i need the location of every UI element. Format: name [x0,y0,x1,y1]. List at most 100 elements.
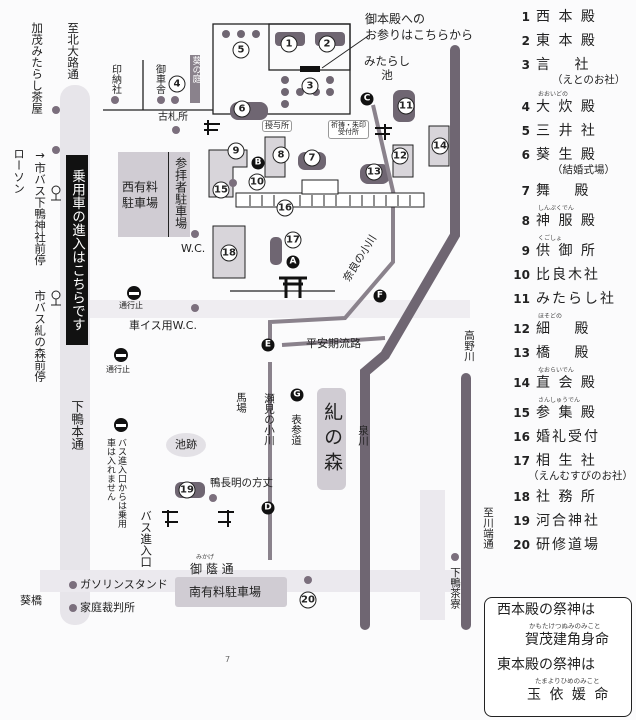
legend-item: みたらし社 [536,291,616,307]
legend-item: 舞 殿 [536,183,591,199]
marker-9[interactable]: 9 [227,142,245,160]
legend-number: 15 [513,406,530,420]
legend-ruby: しんぷくでん [538,205,574,212]
kitou-label: 祈祷・朱印 受付所 [328,120,369,139]
legend-number: 19 [513,514,530,528]
marker-5[interactable]: 5 [232,41,250,59]
torii-small-icons [162,120,392,527]
marker-15[interactable]: 15 [212,181,230,199]
legend-number: 17 [513,454,530,468]
marker-12[interactable]: 12 [391,147,409,165]
east-deity-heading: 東本殿の祭神は [497,657,595,673]
legend-item: 河合神社 [536,513,600,529]
point-g[interactable]: G [290,388,304,402]
legend-item: 橋 殿 [536,345,591,361]
point-e[interactable]: E [261,338,275,352]
legend-number: 18 [513,490,530,504]
marker-6[interactable]: 6 [233,100,251,118]
bus-note-label: バス進入口からは乗用車は入れません [105,438,126,528]
river-main [360,45,460,630]
west-parking-lot [118,152,168,237]
honden-pointer [321,35,369,69]
aoi-garden-label: 葵の庭 [190,56,201,83]
bldg-17 [270,237,282,265]
legend-item: 細 殿 [536,321,591,337]
point-d[interactable]: D [261,501,275,515]
legend-ruby: おおいどの [538,91,569,98]
honden-note: 御本殿への お参りはこちらから [365,12,474,42]
legend-number: 9 [521,244,530,258]
aoi-bridge-label: 葵橋 [20,594,42,607]
legend-number: 8 [521,214,530,228]
wc-label: W.C. [181,242,206,255]
legend-number: 10 [513,268,530,282]
point-a[interactable]: A [286,255,300,269]
omotesando-label: 表参道 [290,414,303,446]
legend-item: 直 会 殿 [536,375,597,391]
torii-icon [279,276,307,298]
marker-19[interactable]: 19 [178,481,196,499]
marker-10[interactable]: 10 [248,173,266,191]
stream-nara [268,205,395,345]
legend-number: 13 [513,346,530,360]
sha-dots-5 [222,30,260,38]
izumi-river-label: 泉川 [357,425,370,446]
legend-item: 東 本 殿 [536,33,597,49]
tadasu-forest-label: 糺の森 [320,402,343,477]
marker-2[interactable]: 2 [318,35,336,53]
marker-11[interactable]: 11 [397,97,415,115]
visitor-parking-lot [169,152,190,237]
point-c[interactable]: C [360,92,374,106]
mikage-street-label: 御 蔭 通 [190,562,234,576]
honden-gate [300,66,320,72]
marker-4[interactable]: 4 [168,75,186,93]
romon-gate [301,179,339,195]
mitarashi-path [371,104,397,201]
legend-number: 3 [521,58,530,72]
marker-7[interactable]: 7 [303,149,321,167]
shimogamo-saryo-label: 下鴨茶寮 [449,567,462,609]
legend-number: 14 [513,376,530,390]
legend-number: 2 [521,34,530,48]
no-entry-label: 通行止 [119,301,143,310]
heian-stream-label: 平安期流路 [306,337,361,350]
marker-17[interactable]: 17 [284,231,302,249]
legend-item: 大 炊 殿 [536,99,597,115]
south-parking-lot [175,577,287,607]
juyosho-label: 授与所 [262,120,292,133]
marker-18[interactable]: 18 [220,244,238,262]
pond-ruins [166,433,206,457]
point-b[interactable]: B [251,156,265,170]
bus-stop-forest-label: 市バス糺の森前停 [33,290,48,382]
deity-info-box: 西本殿の祭神は かもたけつぬみのみこと 賀茂建角身命 東本殿の祭神は たまよりひ… [484,597,632,717]
legend-item: 言 社 [536,57,591,73]
east-deity-name: 玉 依 媛 命 [527,687,611,703]
marker-20[interactable]: 20 [299,591,317,609]
point-f[interactable]: F [373,289,387,303]
bus-stop-shrine-label: →市バス下鴨神社前停 [33,148,48,266]
west-parking-label: 西有料 駐車場 [122,180,159,210]
sha-dots-3 [281,76,334,108]
page-mark: 7 [225,655,231,664]
stream-heian [281,336,386,347]
wheelchair-wc-label: 車イス用W.C. [129,319,197,332]
legend-item: 供 御 所 [536,243,597,259]
lawson-label: ローソン [12,148,27,194]
marker-1[interactable]: 1 [280,35,298,53]
marker-14[interactable]: 14 [431,137,449,155]
legend-item: 三 井 社 [536,123,597,139]
to-kitaoji-label: 至北大路通 [66,22,81,80]
marker-13[interactable]: 13 [365,163,383,181]
mitarashi-chaya-label: 加茂みたらし茶屋 [30,22,45,114]
marker-3[interactable]: 3 [301,77,319,95]
bus-stop-icons [51,185,61,306]
kofuda-label: 古札所 [158,112,188,123]
marker-16[interactable]: 16 [276,199,294,217]
legend-item: 研修道場 [536,537,600,553]
to-kawabata-label: 至川端通 [482,507,495,549]
legend-note: （えんむすびのお社） [528,470,633,482]
gosha-label: 御車舎 [153,64,165,94]
legend-item: 婚礼受付 [536,429,600,445]
marker-8[interactable]: 8 [272,146,290,164]
